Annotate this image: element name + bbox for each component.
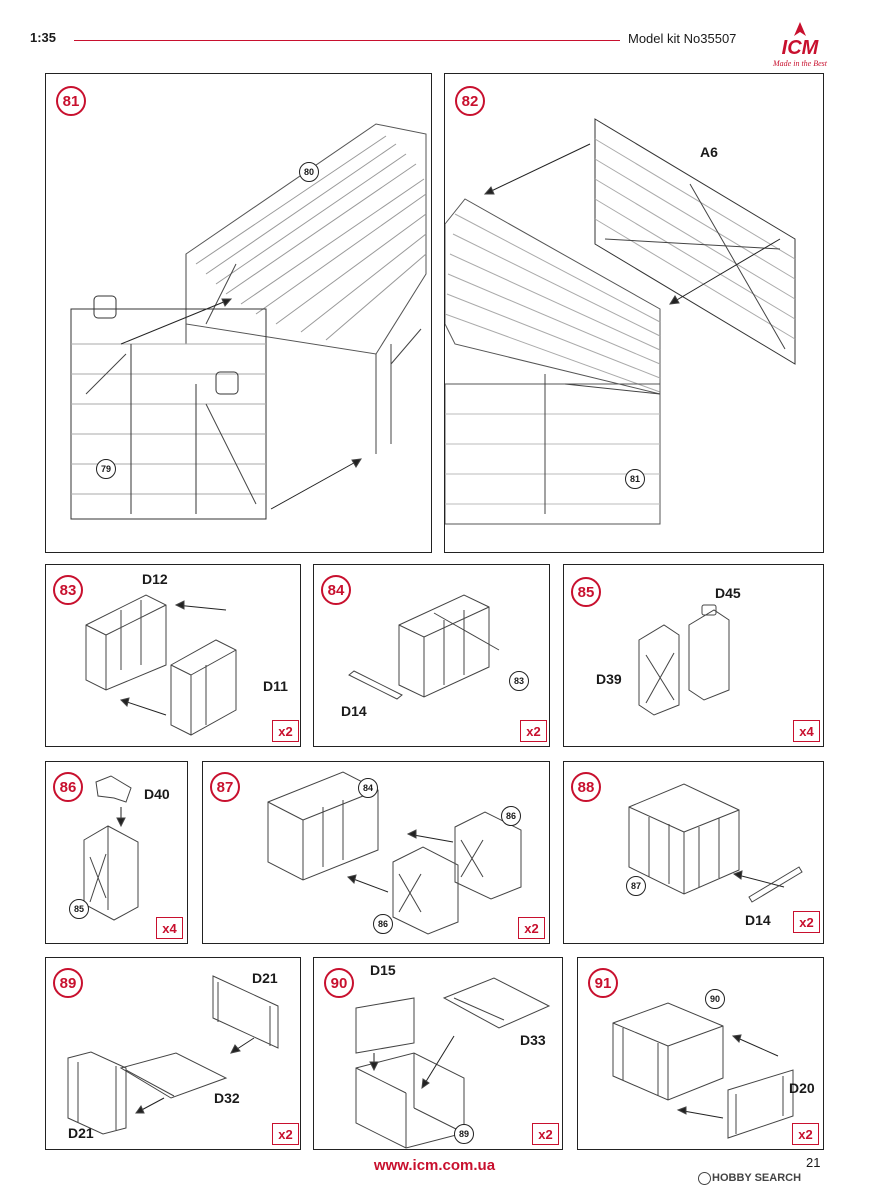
part-d32-label: D32 <box>214 1090 240 1106</box>
ref-87-badge: 87 <box>626 876 646 896</box>
step-89-illustration <box>67 975 279 1135</box>
multiplier-badge: x2 <box>272 1123 299 1145</box>
step-81-number: 81 <box>56 86 86 116</box>
header-rule <box>74 40 620 41</box>
step-81-panel: 81 80 79 <box>45 73 432 553</box>
step-82-number: 82 <box>455 86 485 116</box>
part-d21-label: D21 <box>252 970 278 986</box>
ref-79-badge: 79 <box>96 459 116 479</box>
part-a6-label: A6 <box>700 144 718 160</box>
multiplier-badge: x2 <box>792 1123 819 1145</box>
step-83-illustration <box>85 594 237 736</box>
watermark-icon <box>698 1172 711 1185</box>
multiplier-badge: x2 <box>518 917 545 939</box>
step-81-illustration <box>70 123 427 520</box>
step-84-panel: 84 D14 83 x2 <box>313 564 550 747</box>
logo-brand: ICM <box>782 37 820 59</box>
scale-label: 1:35 <box>30 30 57 45</box>
part-d33-label: D33 <box>520 1032 546 1048</box>
step-82-panel: 82 A6 81 <box>444 73 824 553</box>
multiplier-badge: x2 <box>793 911 820 933</box>
ref-83-badge: 83 <box>509 671 529 691</box>
step-85-illustration <box>638 604 730 716</box>
part-d45-label: D45 <box>715 585 741 601</box>
step-90-number: 90 <box>324 968 354 998</box>
step-89-number: 89 <box>53 968 83 998</box>
part-d39-label: D39 <box>596 671 622 687</box>
multiplier-badge: x2 <box>272 720 299 742</box>
step-89-panel: 89 D21 D32 D21 x2 <box>45 957 301 1150</box>
ref-80-badge: 80 <box>299 162 319 182</box>
multiplier-badge: x4 <box>793 720 820 742</box>
step-88-illustration <box>628 783 803 903</box>
step-83-panel: 83 D12 D11 x2 <box>45 564 301 747</box>
ref-85-badge: 85 <box>69 899 89 919</box>
step-87-panel: 87 84 86 86 x2 <box>202 761 550 944</box>
step-82-illustration <box>445 118 796 525</box>
part-d21-label: D21 <box>68 1125 94 1141</box>
part-d15-label: D15 <box>370 962 396 978</box>
step-87-number: 87 <box>210 772 240 802</box>
footer-url: www.icm.com.ua <box>373 1157 496 1174</box>
step-87-illustration <box>267 771 522 935</box>
multiplier-badge: x2 <box>520 720 547 742</box>
step-88-panel: 88 87 D14 x2 <box>563 761 824 944</box>
part-d12-label: D12 <box>142 571 168 587</box>
multiplier-badge: x2 <box>532 1123 559 1145</box>
step-86-number: 86 <box>53 772 83 802</box>
part-d14-label: D14 <box>341 703 367 719</box>
icm-logo: ICM Made in the Best <box>760 20 840 70</box>
step-85-panel: 85 D45 D39 x4 <box>563 564 824 747</box>
step-85-number: 85 <box>571 577 601 607</box>
step-91-illustration <box>612 1002 794 1139</box>
step-88-number: 88 <box>571 772 601 802</box>
part-d20-label: D20 <box>789 1080 815 1096</box>
page-number: 21 <box>806 1155 821 1170</box>
ref-86-badge: 86 <box>373 914 393 934</box>
ref-84-badge: 84 <box>358 778 378 798</box>
ref-89-badge: 89 <box>454 1124 474 1144</box>
ref-90-badge: 90 <box>705 989 725 1009</box>
part-d14-label: D14 <box>745 912 771 928</box>
ref-81-badge: 81 <box>625 469 645 489</box>
kit-number: Model kit No35507 <box>628 31 737 46</box>
step-83-number: 83 <box>53 575 83 605</box>
logo-tagline: Made in the Best <box>772 59 828 68</box>
step-84-illustration <box>348 594 500 700</box>
watermark-text: HOBBY SEARCH <box>712 1172 802 1184</box>
step-91-panel: 91 90 D20 x2 <box>577 957 824 1150</box>
step-84-number: 84 <box>321 575 351 605</box>
step-90-panel: 90 D15 D33 89 x2 <box>313 957 563 1150</box>
step-86-panel: 86 D40 85 x4 <box>45 761 188 944</box>
part-d40-label: D40 <box>144 786 170 802</box>
ref-86-badge: 86 <box>501 806 521 826</box>
step-91-number: 91 <box>588 968 618 998</box>
part-d11-label: D11 <box>263 678 288 694</box>
multiplier-badge: x4 <box>156 917 183 939</box>
